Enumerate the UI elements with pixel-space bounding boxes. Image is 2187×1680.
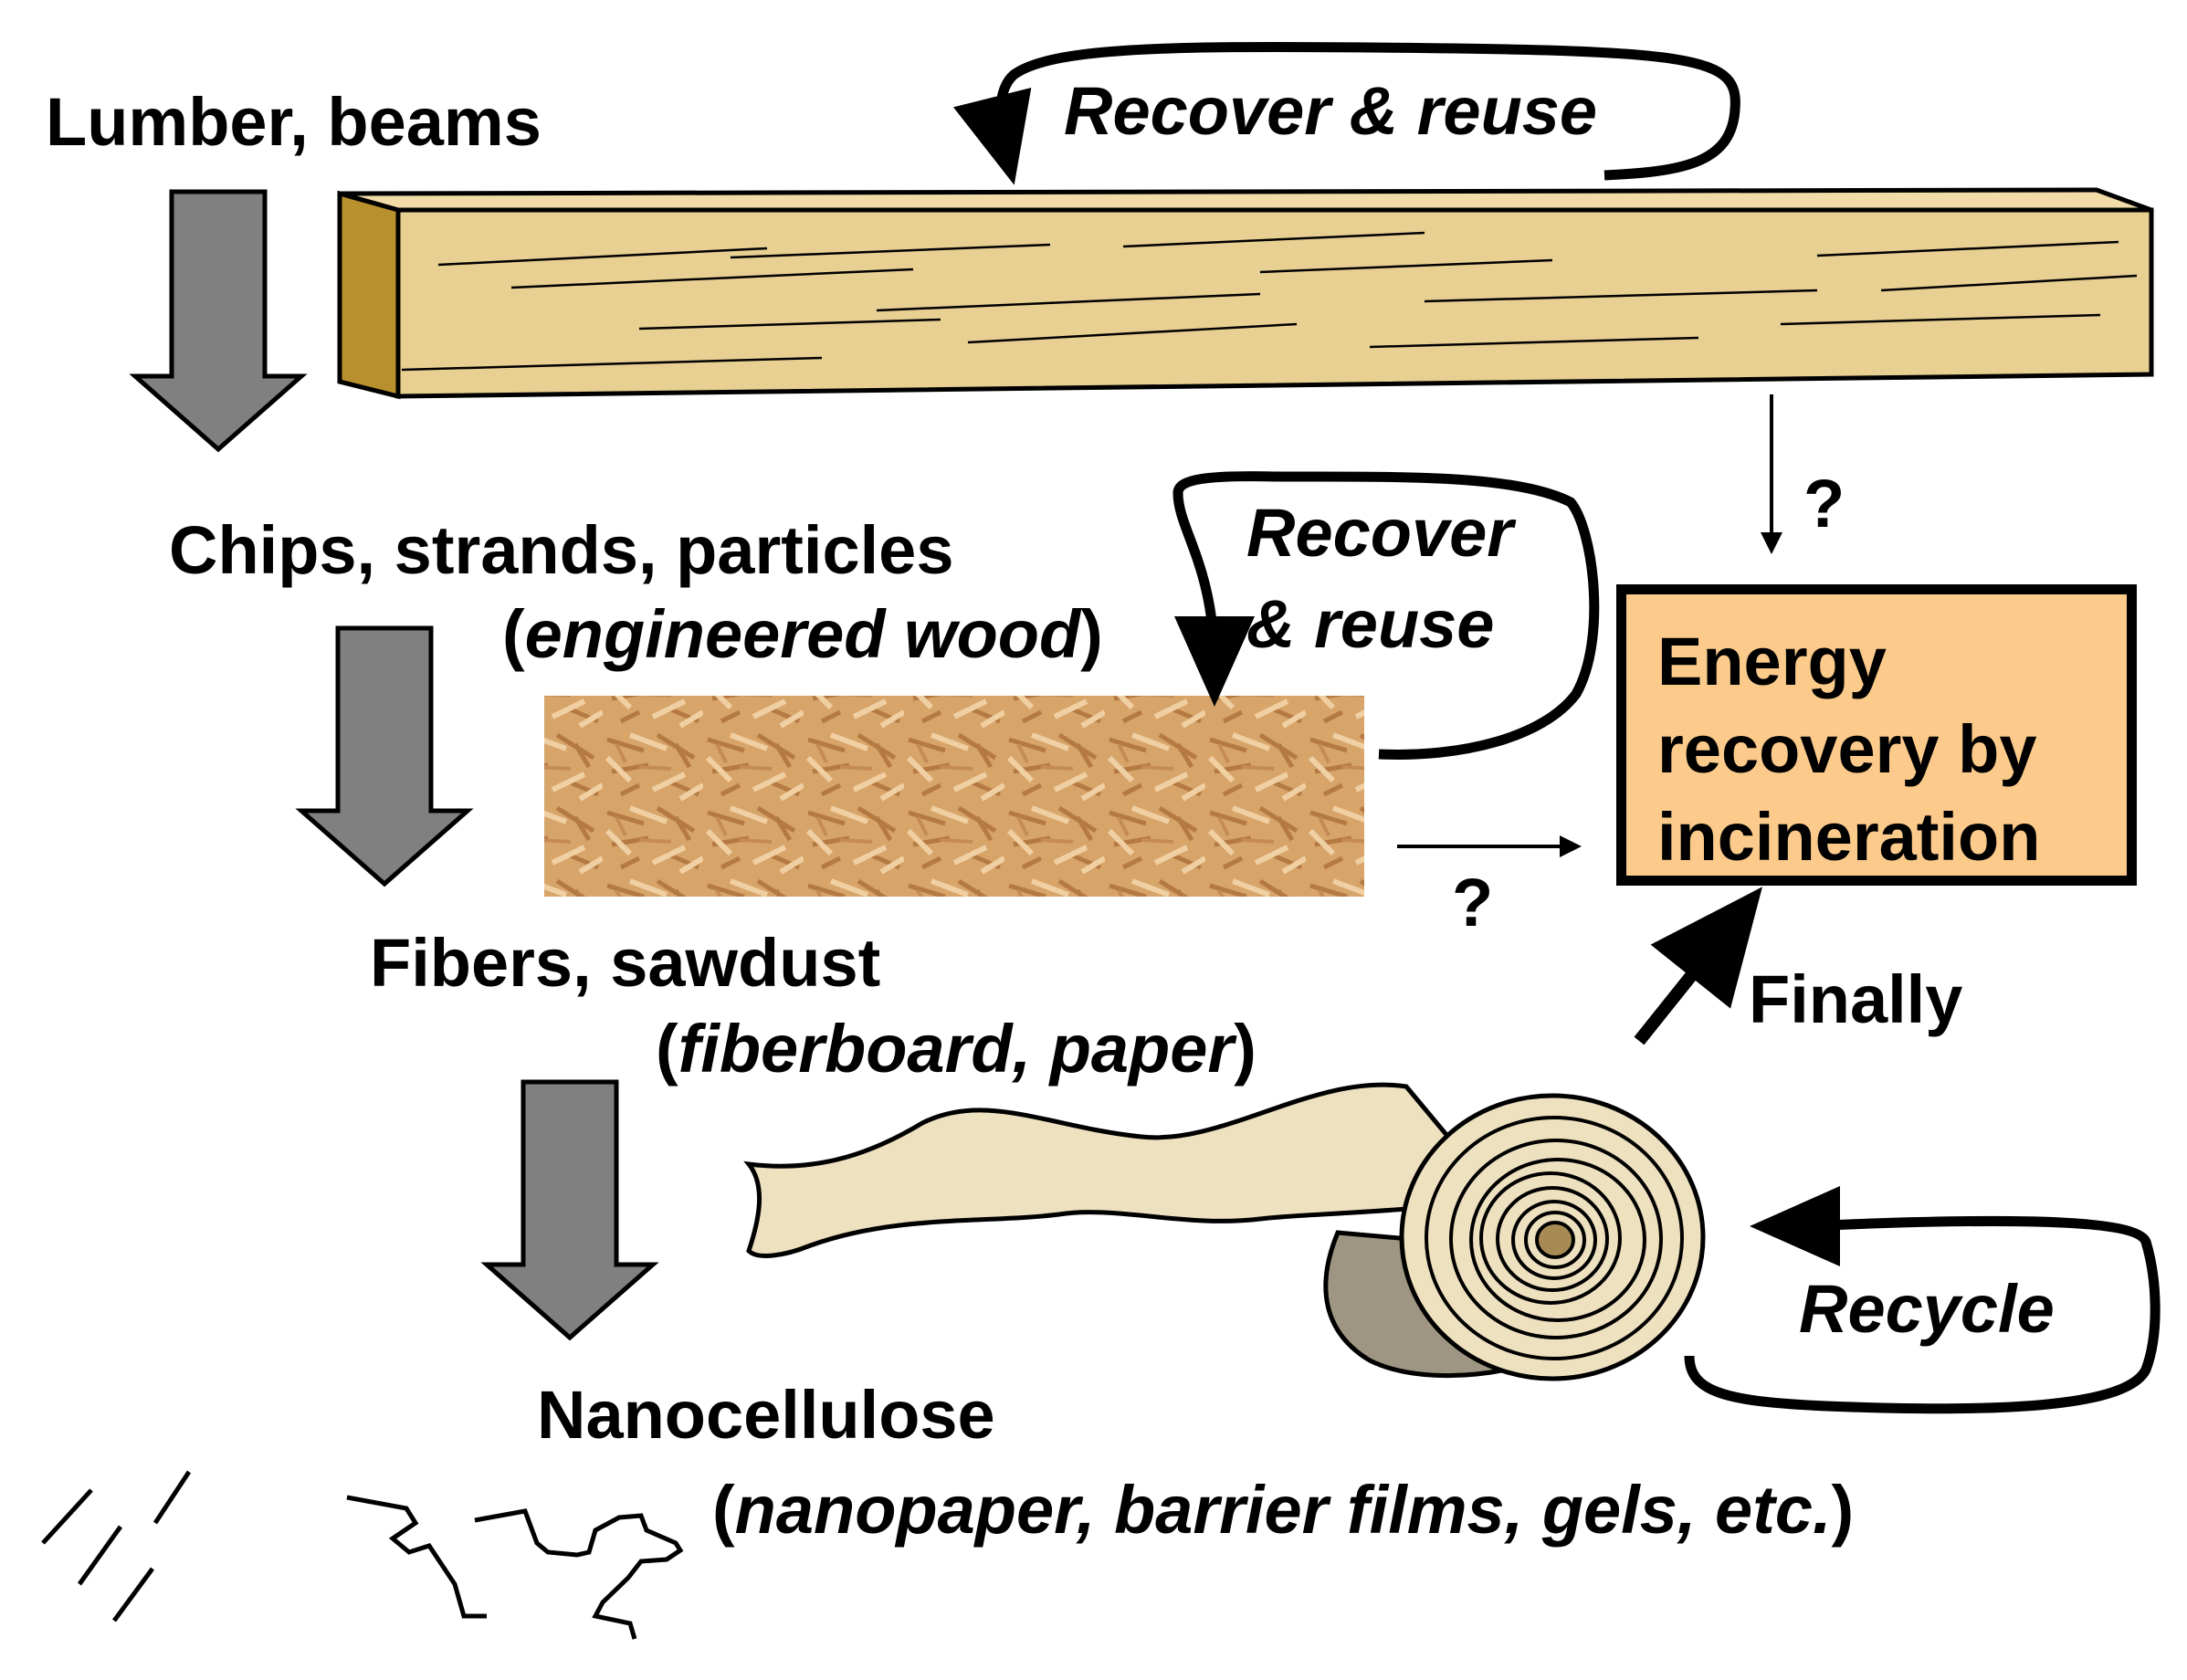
recover-mid-label-1: Recover [1246, 495, 1514, 571]
chips-label: Chips, strands, particles [169, 512, 954, 588]
recycle-arrow [1684, 1185, 2161, 1414]
recover-top-label: Recover & reuse [1064, 73, 1598, 149]
nanofibers-icon [41, 1470, 684, 1640]
nano-sub-text: nanopaper, barrier films, gels, etc. [734, 1472, 1832, 1548]
osb-board-icon [544, 696, 1364, 897]
fibers-label: Fibers, sawdust [370, 925, 881, 1001]
lumber-label: Lumber, beams [46, 84, 541, 160]
recover-reuse-top-arrow [952, 41, 1740, 185]
recover-reuse-mid-arrow [1172, 471, 1600, 760]
paper-roll-icon [743, 1082, 1706, 1381]
recycle-label: Recycle [1799, 1271, 2055, 1347]
down-arrow-3 [480, 1079, 659, 1341]
finally-arrow [1634, 887, 1762, 1045]
fibers-sub-text: fiberboard, paper [678, 1011, 1235, 1087]
nano-sub-label: (nanopaper, barrier films, gels, etc.) [712, 1472, 1855, 1548]
energy-line-2: recovery by [1657, 711, 2037, 787]
chips-sub-text: engineered wood [524, 596, 1081, 672]
nano-label: Nanocellulose [537, 1377, 995, 1453]
fibers-sub-label: (fiberboard, paper) [656, 1011, 1256, 1087]
finally-label: Finally [1749, 961, 1963, 1037]
down-arrow-1 [129, 189, 308, 453]
question-mid-label: ? [1452, 865, 1494, 940]
energy-recovery-box: Energy recovery by incineration [1616, 584, 2137, 886]
question-top-label: ? [1803, 466, 1845, 541]
energy-line-3: incineration [1657, 799, 2041, 875]
down-arrow-2 [295, 625, 474, 887]
energy-line-1: Energy [1657, 624, 1887, 699]
wood-beam-icon [337, 187, 2154, 400]
recover-mid-label-2: & reuse [1246, 586, 1495, 662]
chips-sub-label: (engineered wood) [502, 596, 1103, 672]
